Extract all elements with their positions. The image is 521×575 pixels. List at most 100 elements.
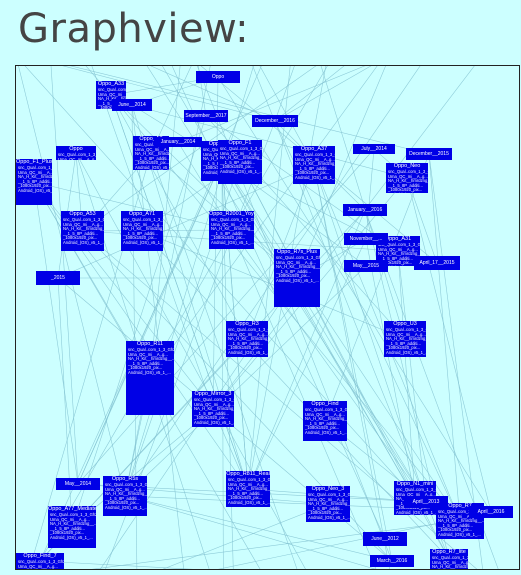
graph-date-node[interactable]: September__2017 [184,110,228,122]
graph-edge [124,66,211,497]
graph-node-specs: snc_Qual..com_1_3_Ghz_C Uma_QC_mi__A..g.… [220,146,262,174]
graph-node-specs: snc_Qual..com_1_3_Ghz_C Uma_QC_mi__A..g.… [228,327,268,355]
graph-date-node[interactable]: January__2016 [343,204,387,216]
graph-edge [247,238,367,490]
graph-edge [62,66,276,122]
graph-node-title: Oppo_Find [311,401,339,407]
graph-edge [365,148,375,240]
graph-edge [313,164,393,562]
graph-edge [320,66,406,340]
graph-node-title: Oppo_R3 [235,321,259,327]
graph-edge [252,66,450,560]
graph-edge [33,181,232,231]
graph-date-node[interactable]: May__2014 [56,478,100,490]
graph-date-node[interactable]: _2015 [36,271,80,285]
graph-node-specs: snc_Qual..com_1_3_Ghz_C Uma_QC_mi__A..g.… [295,152,335,180]
graph-edge [274,66,345,122]
graph-node-title: Oppo_N1_mini [396,481,434,487]
graph-node-title: Oppo_A77_Mediatek [48,506,96,512]
graph-edge [110,94,461,522]
graph-node-specs: snc_Qual..com_1_3_Ghz_C Uma_QC_mi__A..g.… [18,165,52,193]
graph-date-node[interactable]: December__2015 [406,148,452,160]
graph-node-specs: snc_Qual..com_1_3_Ghz_C Uma_QC_mi__A..g.… [18,559,64,569]
graph-date-node[interactable]: April__2016 [469,506,513,518]
graph-node-title: Oppo [69,146,83,152]
graph-node-specs: snc_Qual..com_1_3_Ghz_C Uma_QC_mi__A..g.… [228,477,270,505]
graph-edge [24,66,416,499]
graph-edge [397,250,427,503]
graph-edge [274,120,461,522]
graph-node-title: Oppo_R11 [136,341,164,347]
graph-edge [406,177,492,513]
graph-node-title: Oppo_Neo [393,163,421,169]
graph-node-specs: snc_Qual..com_1_3_Ghz_C Uma_QC_mi__A..g.… [386,327,426,355]
graph-edge [149,66,378,379]
graph-node-specs: snc_Qual..com_1_3_Ghz_C Uma_QC_mi__A..g.… [123,217,163,245]
graph-node-specs: snc_Qual..com_1_3_Ghz_C Uma_QC_mi__A..g.… [305,407,347,435]
graph-node-title: Oppo_Mirror_3 [194,391,232,397]
graph-date-node[interactable]: June__2014 [112,99,152,111]
graph-node-title: Oppo_R7s_Plus [276,249,318,255]
graph-edge [296,66,386,279]
graph-date-node[interactable]: January__2014 [154,137,202,147]
graph-edge [221,160,461,522]
graph-edge [39,66,328,562]
graph-edge [221,160,427,503]
graph-edge [365,238,416,499]
graph-node-specs: snc_Qual..com_1_3_Ghz_C Uma_QC_mi__A..g.… [432,555,468,569]
graph-date-node[interactable]: March__2016 [370,555,414,567]
graph-edge [150,66,366,154]
graph-date-node[interactable]: Oppo [196,71,240,83]
graph-node-specs: snc_Qual..com_1_3_Ghz_C Uma_QC_mi__A..g.… [211,217,254,245]
graph-edge [110,94,248,340]
graph-date-node[interactable]: December__2016 [252,115,298,127]
graph-date-node[interactable]: June__2012 [363,532,407,546]
graph-edge [124,66,254,497]
graph-edge [124,265,367,497]
graph-edge [274,66,295,122]
graph-node-specs: snc_Qual..com_1_3_Ghz_C Uma_QC_mi__A..g.… [50,512,96,540]
graph-node-title: Oppo_Find_7 [23,553,57,559]
graph-date-node[interactable]: April_17__2015 [414,256,460,270]
graph-edge [217,76,492,513]
graph-edge [71,115,207,528]
graph-node-specs: snc_Qual..com_1_3_Ghz_C Uma_QC_mi__A..g.… [308,492,350,520]
graph-date-node[interactable]: April__2013 [404,496,448,508]
graph-node-title: Oppo_A71 [128,211,156,217]
graph-node-specs: snc_Qual..com_1_3_Ghz_C Uma_QC_mi__A..g.… [128,347,174,375]
graph-date-node[interactable]: July__2014 [353,144,395,154]
graph-node-specs: snc_Qual..com_1_3_Ghz_C Uma_QC_mi__A..g.… [276,255,320,283]
graph-edge [124,495,376,569]
graph-edge [313,164,390,569]
graph-edge [82,230,478,569]
graph-date-node[interactable]: November__... [344,233,388,245]
graph-edge [397,250,416,499]
graph-edge [75,152,306,569]
graph-node-title: Oppo_Neo_3 [311,486,345,492]
graph-date-node[interactable]: May__2015 [344,260,388,272]
graph-node-oppo-a77-mediatek[interactable]: Oppo_A77_Mediateksnc_Qual..com_1_3_Ghz_C… [48,506,96,548]
graph-node-specs: snc_Qual..com_1_3_Ghz_C Uma_QC_mi__A..g.… [105,482,147,510]
graph-edge [150,152,298,569]
